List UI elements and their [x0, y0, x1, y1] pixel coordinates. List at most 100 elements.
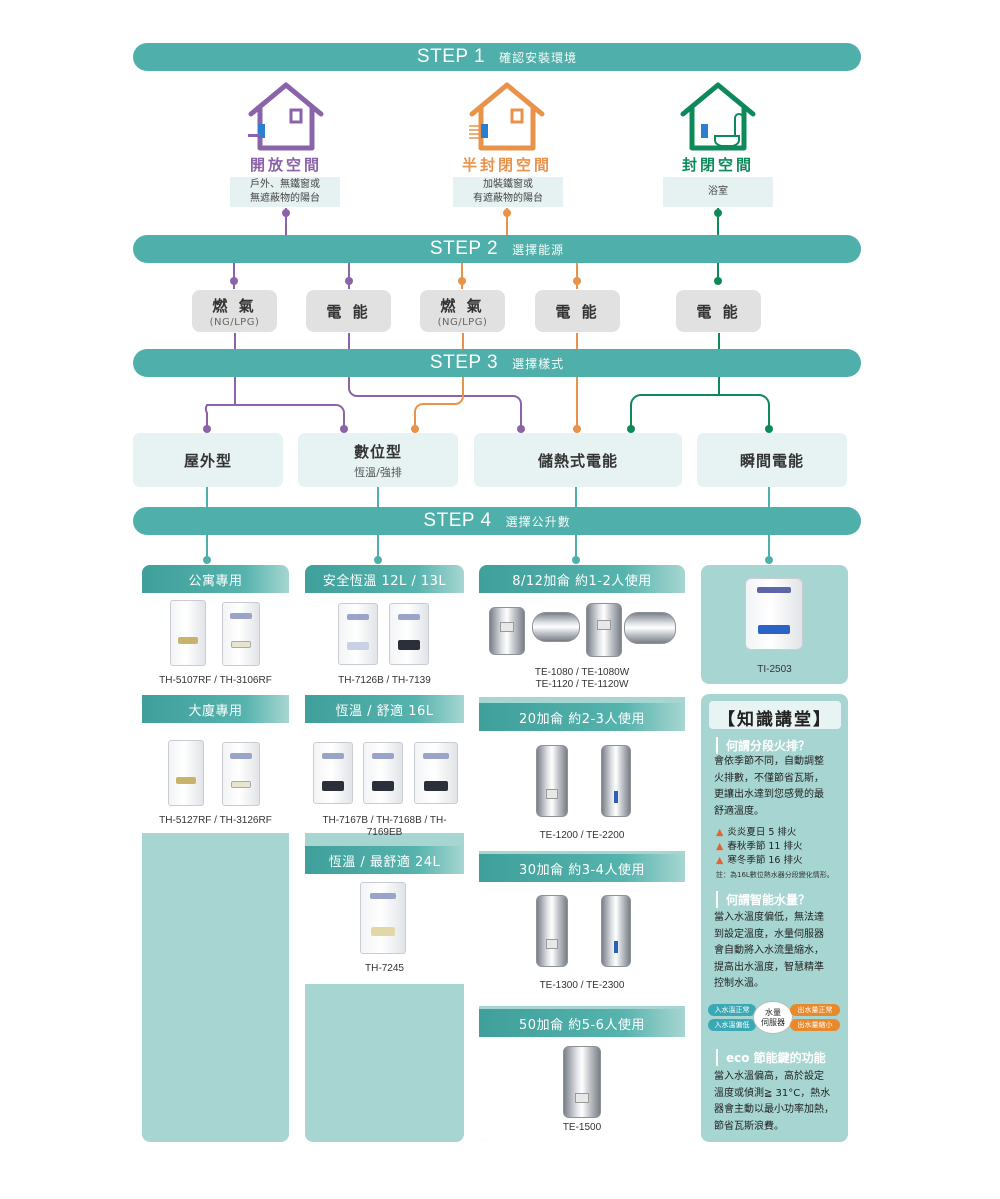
question-eco: eco 節能鍵的功能	[716, 1049, 826, 1066]
energy-label: 燃 氣	[440, 296, 485, 315]
space-desc-open: 戶外、無鐵窗或無遮蔽物的陽台	[230, 177, 340, 207]
band-building: 大廈專用	[142, 695, 289, 723]
heater-image	[222, 742, 260, 806]
tank-image	[532, 612, 580, 642]
desc-line: 有遮蔽物的陽台	[473, 193, 543, 204]
product-area	[142, 593, 289, 695]
answer-segmented-burner: 會依季節不同，自動調整 火排數，不僅節省瓦斯， 更讓出水達到您感覺的最 舒適溫度…	[714, 754, 844, 820]
desc-line: 浴室	[708, 186, 728, 197]
space-desc-semi: 加裝鐵窗或有遮蔽物的陽台	[453, 177, 563, 207]
flame-text: 春秋季節 11 排火	[727, 841, 803, 852]
tank-image	[586, 603, 622, 657]
heater-image	[360, 882, 406, 954]
column-outdoor: 公寓專用 TH-5107RF / TH-3106RF 大廈專用 TH-5127R…	[142, 565, 289, 1142]
step-number: STEP 4	[423, 510, 492, 531]
heater-image	[389, 603, 429, 665]
text-line: 溫度或偵測≧ 31°C，熱水	[714, 1087, 831, 1099]
tank-image	[536, 745, 568, 817]
knowledge-title: 【知識講堂】	[718, 710, 832, 730]
step-number: STEP 1	[416, 46, 486, 67]
text-line: 提高出水溫度，智慧精準	[714, 961, 824, 973]
text-line: 控制水溫。	[714, 978, 764, 989]
step-number: STEP 3	[429, 352, 499, 373]
flame-icon: ▲	[716, 827, 724, 838]
energy-sub: (NG/LPG)	[209, 316, 260, 328]
step-label: 確認安裝環境	[499, 50, 578, 65]
energy-label: 電 能	[696, 302, 741, 321]
model-label: TE-1080 / TE-1080W	[534, 667, 630, 678]
band-20gal: 20加侖 約2-3人使用	[479, 703, 685, 731]
step-label: 選擇公升數	[505, 514, 571, 529]
energy-label: 電 能	[326, 302, 371, 321]
band-12-13l: 安全恆溫 12L / 13L	[305, 565, 464, 593]
type-label: 瞬間電能	[739, 451, 804, 470]
flame-icon: ▲	[716, 855, 724, 866]
heater-image	[222, 602, 260, 666]
heater-image	[414, 742, 458, 804]
tank-image	[601, 745, 631, 817]
servo-label: 水量	[765, 1007, 781, 1017]
type-sub: 恆溫/強排	[354, 465, 402, 479]
band-apartment: 公寓專用	[142, 565, 289, 593]
space-title-open: 開放空間	[249, 156, 322, 174]
space-desc-closed: 浴室	[663, 177, 773, 207]
tank-image	[563, 1046, 601, 1118]
flame-winter: ▲寒冬季節 16 排火	[716, 852, 802, 866]
servo-out-small: 出水量縮小	[790, 1019, 840, 1031]
product-area	[305, 593, 464, 695]
model-label: TE-1300 / TE-2300	[539, 980, 625, 991]
desc-line: 戶外、無鐵窗或	[250, 179, 320, 190]
house-open-icon	[248, 82, 324, 151]
model-label: TH-7245	[365, 963, 404, 974]
text-line: 當入水溫度偏低，無法達	[714, 912, 824, 923]
flame-text: 寒冬季節 16 排火	[727, 855, 803, 866]
servo-out-normal: 出水量正常	[790, 1004, 840, 1016]
band-16l: 恆溫 / 舒適 16L	[305, 695, 464, 723]
step-4-bar: STEP 4 選擇公升數	[133, 507, 861, 535]
text-line: 舒適溫度。	[714, 805, 764, 817]
step-3-bar: STEP 3 選擇樣式	[133, 349, 861, 377]
type-label: 屋外型	[183, 451, 232, 470]
product-area	[142, 723, 289, 833]
space-title-closed: 封閉空間	[681, 156, 754, 174]
flame-icon: ▲	[716, 841, 724, 852]
energy-electric-1: 電 能	[306, 290, 391, 332]
product-area	[479, 731, 685, 851]
question-segmented-burner: 何謂分段火排？	[716, 737, 810, 754]
note-text: 註：為16L數位熱水器分段變化情形。	[716, 871, 834, 879]
text-line: 當入水溫偏高，高於設定	[714, 1071, 824, 1082]
heater-image	[745, 578, 803, 650]
text-line: 器會主動以最小功率加熱，	[714, 1104, 834, 1115]
text-line: 節省瓦斯浪費。	[714, 1120, 784, 1132]
column-storage: 8/12加侖 約1-2人使用 TE-1080 / TE-1080W TE-112…	[479, 565, 685, 1142]
text-line: 會依季節不同，自動調整	[714, 756, 824, 767]
product-area	[479, 882, 685, 1006]
model-label: TH-7167B / TH-7168B / TH-7169EB	[322, 815, 447, 838]
text-line: 火排數，不僅節省瓦斯，	[714, 772, 824, 784]
type-label: 數位型	[353, 442, 402, 461]
type-label: 儲熱式電能	[537, 451, 618, 470]
step-1-bar: STEP 1 確認安裝環境	[133, 43, 861, 71]
knowledge-panel	[701, 694, 848, 1142]
heater-image	[170, 600, 206, 666]
desc-line: 無遮蔽物的陽台	[250, 193, 320, 204]
energy-electric-3: 電 能	[676, 290, 761, 332]
model-label: TH-7126B / TH-7139	[338, 675, 431, 686]
step-2-bar: STEP 2 選擇能源	[133, 235, 861, 263]
model-label: TI-2503	[757, 664, 792, 675]
answer-smart-water: 當入水溫度偏低，無法達 到設定溫度，水量伺服器 會自動將入水流量縮水， 提高出水…	[714, 910, 846, 993]
step-number: STEP 2	[429, 238, 499, 259]
type-instant-electric: 瞬間電能	[697, 433, 847, 487]
type-outdoor: 屋外型	[133, 433, 283, 487]
step-label: 選擇樣式	[512, 356, 565, 371]
model-label: TE-1500	[562, 1122, 602, 1133]
step-label: 選擇能源	[512, 242, 565, 257]
servo-label: 伺服器	[761, 1017, 785, 1027]
model-label: TH-5107RF / TH-3106RF	[159, 675, 272, 686]
flame-autumn: ▲春秋季節 11 排火	[716, 838, 802, 852]
band-30gal: 30加侖 約3-4人使用	[479, 854, 685, 882]
house-closed-icon	[680, 82, 756, 151]
heater-image	[338, 603, 378, 665]
flame-summer: ▲炎炎夏日 5 排火	[716, 824, 796, 838]
